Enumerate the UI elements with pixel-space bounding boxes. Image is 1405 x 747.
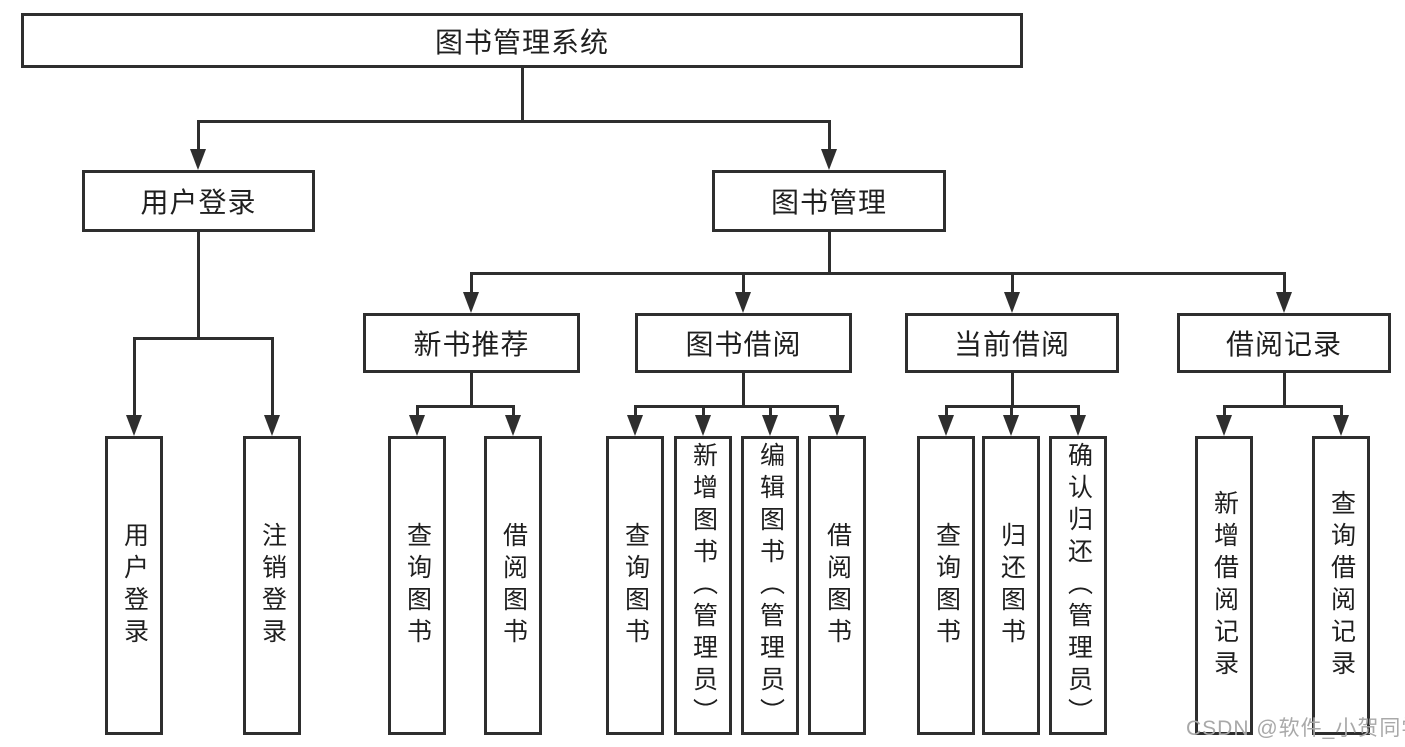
node-label: 查询图书	[932, 521, 961, 650]
leaf-query-borrow-record: 查询借阅记录	[1312, 436, 1370, 735]
leaf-confirm-return-admin: 确认归还（管理员）	[1049, 436, 1107, 735]
node-label: 借阅图书	[499, 521, 528, 650]
node-new-book-recommend: 新书推荐	[363, 313, 580, 373]
connector-vline	[633, 405, 637, 420]
arrowhead-down-icon	[829, 415, 845, 436]
connector-vline	[1010, 272, 1014, 296]
connector-vline	[741, 373, 745, 405]
leaf-user-login: 用户登录	[105, 436, 163, 735]
node-label: 用户登录	[140, 187, 257, 218]
node-current-borrow: 当前借阅	[905, 313, 1119, 373]
leaf-logout: 注销登录	[243, 436, 301, 735]
connector-hline	[196, 120, 831, 123]
arrowhead-down-icon	[463, 292, 479, 313]
arrowhead-down-icon	[190, 149, 206, 170]
arrowhead-down-icon	[1004, 292, 1020, 313]
leaf-return-book: 归还图书	[982, 436, 1040, 735]
node-label: 新增借阅记录	[1210, 489, 1239, 682]
connector-vline	[196, 120, 200, 153]
connector-hline	[415, 405, 515, 408]
node-user-login: 用户登录	[82, 170, 315, 232]
connector-vline	[520, 68, 524, 120]
node-book-management: 图书管理	[712, 170, 946, 232]
arrowhead-down-icon	[762, 415, 778, 436]
node-label: 注销登录	[258, 521, 287, 650]
arrowhead-down-icon	[1003, 415, 1019, 436]
node-label: 新书推荐	[413, 329, 530, 360]
connector-vline	[196, 232, 200, 337]
connector-vline	[270, 337, 274, 420]
arrowhead-down-icon	[735, 292, 751, 313]
node-label: 新增图书（管理员）	[689, 441, 718, 730]
node-label: 借阅记录	[1225, 329, 1342, 360]
arrowhead-down-icon	[695, 415, 711, 436]
arrowhead-down-icon	[409, 415, 425, 436]
node-library-management-system: 图书管理系统	[21, 13, 1023, 68]
node-label: 借阅图书	[823, 521, 852, 650]
csdn-watermark: CSDN @软件_小贺同学	[1186, 717, 1405, 740]
leaf-query-book-borrow: 查询图书	[606, 436, 664, 735]
node-label: 图书借阅	[685, 329, 802, 360]
connector-hline	[944, 405, 1080, 408]
node-label: 查询借阅记录	[1327, 489, 1356, 682]
connector-vline	[944, 405, 948, 420]
arrowhead-down-icon	[938, 415, 954, 436]
connector-vline	[1282, 373, 1286, 405]
connector-hline	[469, 272, 1286, 275]
arrowhead-down-icon	[1070, 415, 1086, 436]
leaf-add-borrow-record: 新增借阅记录	[1195, 436, 1253, 735]
arrowhead-down-icon	[264, 415, 280, 436]
leaf-query-book-current: 查询图书	[917, 436, 975, 735]
connector-vline	[1076, 405, 1080, 420]
connector-vline	[415, 405, 419, 420]
leaf-borrow-book: 借阅图书	[808, 436, 866, 735]
connector-vline	[1010, 373, 1014, 405]
node-label: 图书管理系统	[434, 26, 609, 58]
leaf-edit-book-admin: 编辑图书（管理员）	[741, 436, 799, 735]
leaf-borrow-book-recommend: 借阅图书	[484, 436, 542, 735]
arrowhead-down-icon	[627, 415, 643, 436]
connector-vline	[132, 337, 136, 420]
arrowhead-down-icon	[821, 149, 837, 170]
node-label: 当前借阅	[953, 329, 1070, 360]
arrowhead-down-icon	[505, 415, 521, 436]
node-book-borrow: 图书借阅	[635, 313, 852, 373]
connector-vline	[1222, 405, 1226, 420]
connector-vline	[701, 405, 705, 420]
connector-vline	[1339, 405, 1343, 420]
connector-vline	[1009, 405, 1013, 420]
node-label: 查询图书	[621, 521, 650, 650]
node-label: 查询图书	[403, 521, 432, 650]
connector-hline	[1222, 405, 1343, 408]
arrowhead-down-icon	[126, 415, 142, 436]
connector-hline	[132, 337, 274, 340]
node-label: 确认归还（管理员）	[1064, 441, 1093, 730]
node-label: 编辑图书（管理员）	[756, 441, 785, 730]
connector-hline	[633, 405, 839, 408]
node-borrow-record: 借阅记录	[1177, 313, 1391, 373]
connector-vline	[469, 272, 473, 296]
connector-vline	[469, 373, 473, 405]
connector-vline	[835, 405, 839, 420]
leaf-query-book-recommend: 查询图书	[388, 436, 446, 735]
leaf-add-book-admin: 新增图书（管理员）	[674, 436, 732, 735]
connector-vline	[827, 120, 831, 153]
node-label: 图书管理	[770, 187, 887, 218]
arrowhead-down-icon	[1216, 415, 1232, 436]
connector-vline	[1282, 272, 1286, 296]
connector-vline	[741, 272, 745, 296]
arrowhead-down-icon	[1333, 415, 1349, 436]
connector-vline	[768, 405, 772, 420]
node-label: 归还图书	[997, 521, 1026, 650]
node-label: 用户登录	[120, 521, 149, 650]
connector-vline	[511, 405, 515, 420]
arrowhead-down-icon	[1276, 292, 1292, 313]
connector-vline	[827, 232, 831, 272]
